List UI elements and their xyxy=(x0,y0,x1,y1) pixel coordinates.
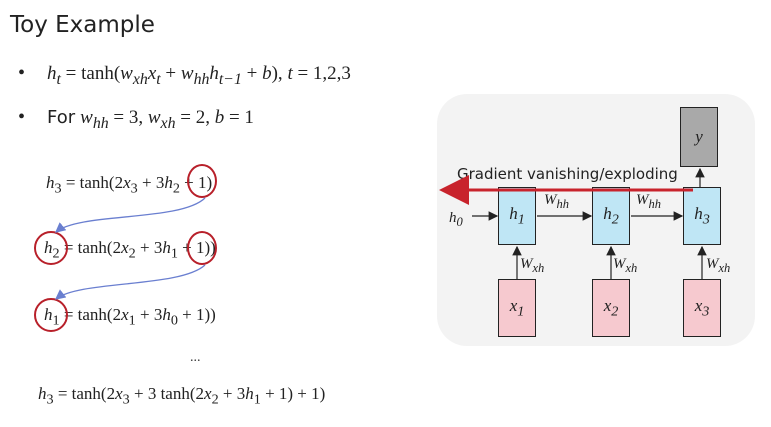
page-title: Toy Example xyxy=(10,12,155,38)
label-h0: h0 xyxy=(449,210,463,229)
for-label: For xyxy=(47,107,76,128)
circle-h2-in-h3 xyxy=(187,164,217,198)
gradient-label: Gradient vanishing/exploding xyxy=(457,165,678,183)
label-whh-1: Whh xyxy=(544,192,569,211)
circle-h1-in-h2 xyxy=(187,231,217,265)
equation-h3-expanded: h3 = tanh(2x3 + 3 tanh(2x2 + 3h1 + 1) + … xyxy=(38,384,326,408)
bullet-recurrence: • ht = tanh(wxhxt + whhht−1 + b), t = 1,… xyxy=(18,62,351,89)
input-node-x2: x2 xyxy=(592,279,630,337)
bullet-params: • For whh = 3, wxh = 2, b = 1 xyxy=(18,106,254,133)
hidden-node-h2: h2 xyxy=(592,187,630,245)
label-wxh-2: Wxh xyxy=(613,256,638,275)
label-wxh-1: Wxh xyxy=(520,256,545,275)
circle-h2 xyxy=(34,231,68,265)
link-h1-arrow xyxy=(54,264,206,300)
hidden-node-h1: h1 xyxy=(498,187,536,245)
ellipsis: ... xyxy=(190,350,201,365)
label-wxh-3: Wxh xyxy=(706,256,731,275)
circle-h1 xyxy=(34,298,68,332)
recurrence-formula: ht = tanh(wxhxt + whhht−1 + b), t = 1,2,… xyxy=(47,63,351,88)
bullet-dot: • xyxy=(18,106,26,128)
hidden-node-h3: h3 xyxy=(683,187,721,245)
link-h2-arrow xyxy=(54,197,206,233)
input-node-x3: x3 xyxy=(683,279,721,337)
input-node-x1: x1 xyxy=(498,279,536,337)
bullet-dot: • xyxy=(18,62,26,84)
param-values: whh = 3, wxh = 2, b = 1 xyxy=(80,107,254,132)
output-node-y: y xyxy=(680,107,718,167)
label-whh-2: Whh xyxy=(636,192,661,211)
